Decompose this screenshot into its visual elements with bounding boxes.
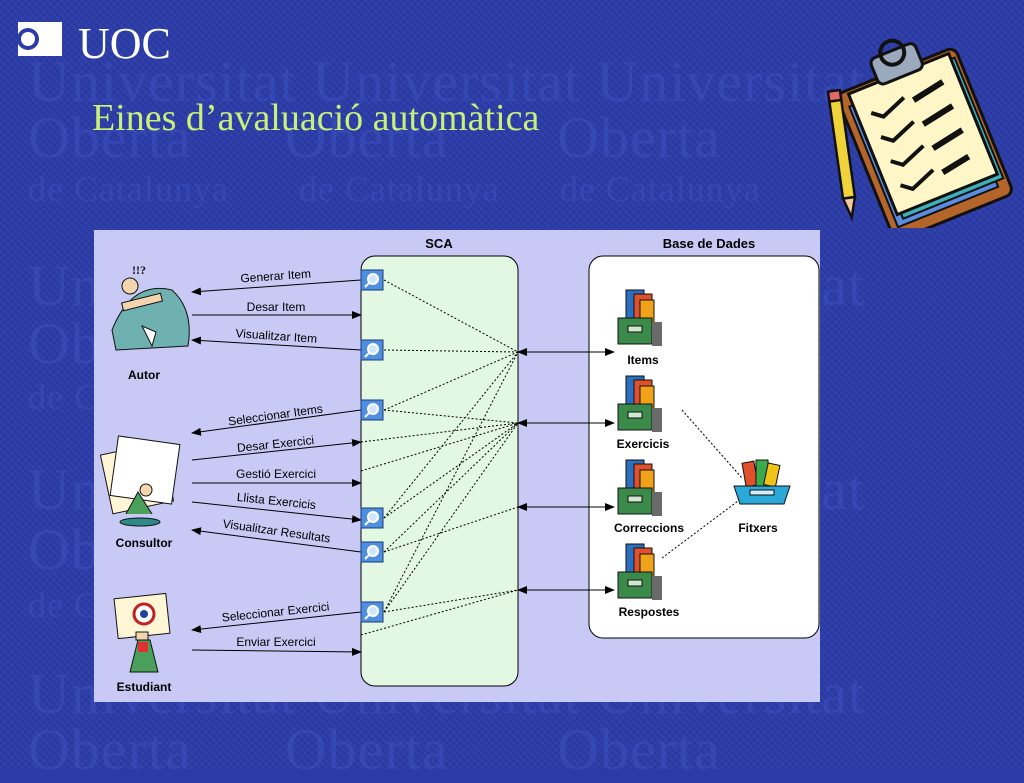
op-label-enviar-exercici: Enviar Exercici bbox=[236, 635, 315, 649]
actor-consultor-icon bbox=[99, 435, 181, 527]
op-label-generar-item: Generar Item bbox=[240, 267, 312, 286]
magnifier-icon[interactable] bbox=[360, 601, 384, 623]
architecture-diagram: SCA Base de Dades bbox=[94, 230, 820, 702]
db-label-respostes: Respostes bbox=[619, 605, 680, 619]
sca-box bbox=[360, 255, 519, 687]
database-icons bbox=[617, 289, 791, 600]
magnifier-icon[interactable] bbox=[360, 507, 384, 529]
clipboard-icon bbox=[826, 38, 1013, 228]
db-label-exercicis: Exercicis bbox=[617, 437, 670, 451]
actor-label-autor: Autor bbox=[128, 368, 160, 382]
db-links bbox=[517, 348, 615, 594]
slide-title: Eines d’avaluació automàtica bbox=[92, 97, 540, 139]
folder-respostes-icon bbox=[617, 543, 662, 600]
op-label-gestio-exercici: Gestió Exercici bbox=[236, 467, 316, 481]
folder-correccions-icon bbox=[617, 459, 662, 516]
db-label-items: Items bbox=[627, 353, 659, 367]
magnifier-icon[interactable] bbox=[360, 339, 384, 361]
database-labels: Items Exercicis Correccions Respostes Fi… bbox=[614, 353, 778, 619]
actor-label-consultor: Consultor bbox=[116, 536, 173, 550]
magnifier-icons bbox=[360, 269, 384, 623]
database-box bbox=[588, 255, 820, 639]
uoc-logo-text: UOC bbox=[78, 19, 171, 68]
operation-arrows bbox=[191, 279, 362, 656]
uoc-logo: UOC bbox=[12, 10, 192, 68]
folder-fitxers-icon bbox=[733, 459, 791, 505]
db-label-fitxers: Fitxers bbox=[738, 521, 778, 535]
database-label: Base de Dades bbox=[663, 236, 756, 251]
actor-label-estudiant: Estudiant bbox=[117, 680, 172, 694]
uoc-logo-mark-icon bbox=[17, 22, 62, 56]
op-label-desar-item: Desar Item bbox=[247, 300, 306, 314]
db-label-correccions: Correccions bbox=[614, 521, 684, 535]
actor-estudiant-icon bbox=[113, 592, 171, 673]
svg-text:!!?: !!? bbox=[132, 263, 146, 277]
folder-exercicis-icon bbox=[617, 375, 662, 432]
magnifier-icon[interactable] bbox=[360, 269, 384, 291]
actor-autor-icon: !!? bbox=[111, 263, 190, 351]
sca-label: SCA bbox=[425, 236, 453, 251]
folder-items-icon bbox=[617, 289, 662, 346]
dotted-connectors bbox=[360, 279, 743, 636]
magnifier-icon[interactable] bbox=[360, 399, 384, 421]
magnifier-icon[interactable] bbox=[360, 541, 384, 563]
op-label-visualitzar-item: Visualitzar Item bbox=[235, 326, 318, 346]
